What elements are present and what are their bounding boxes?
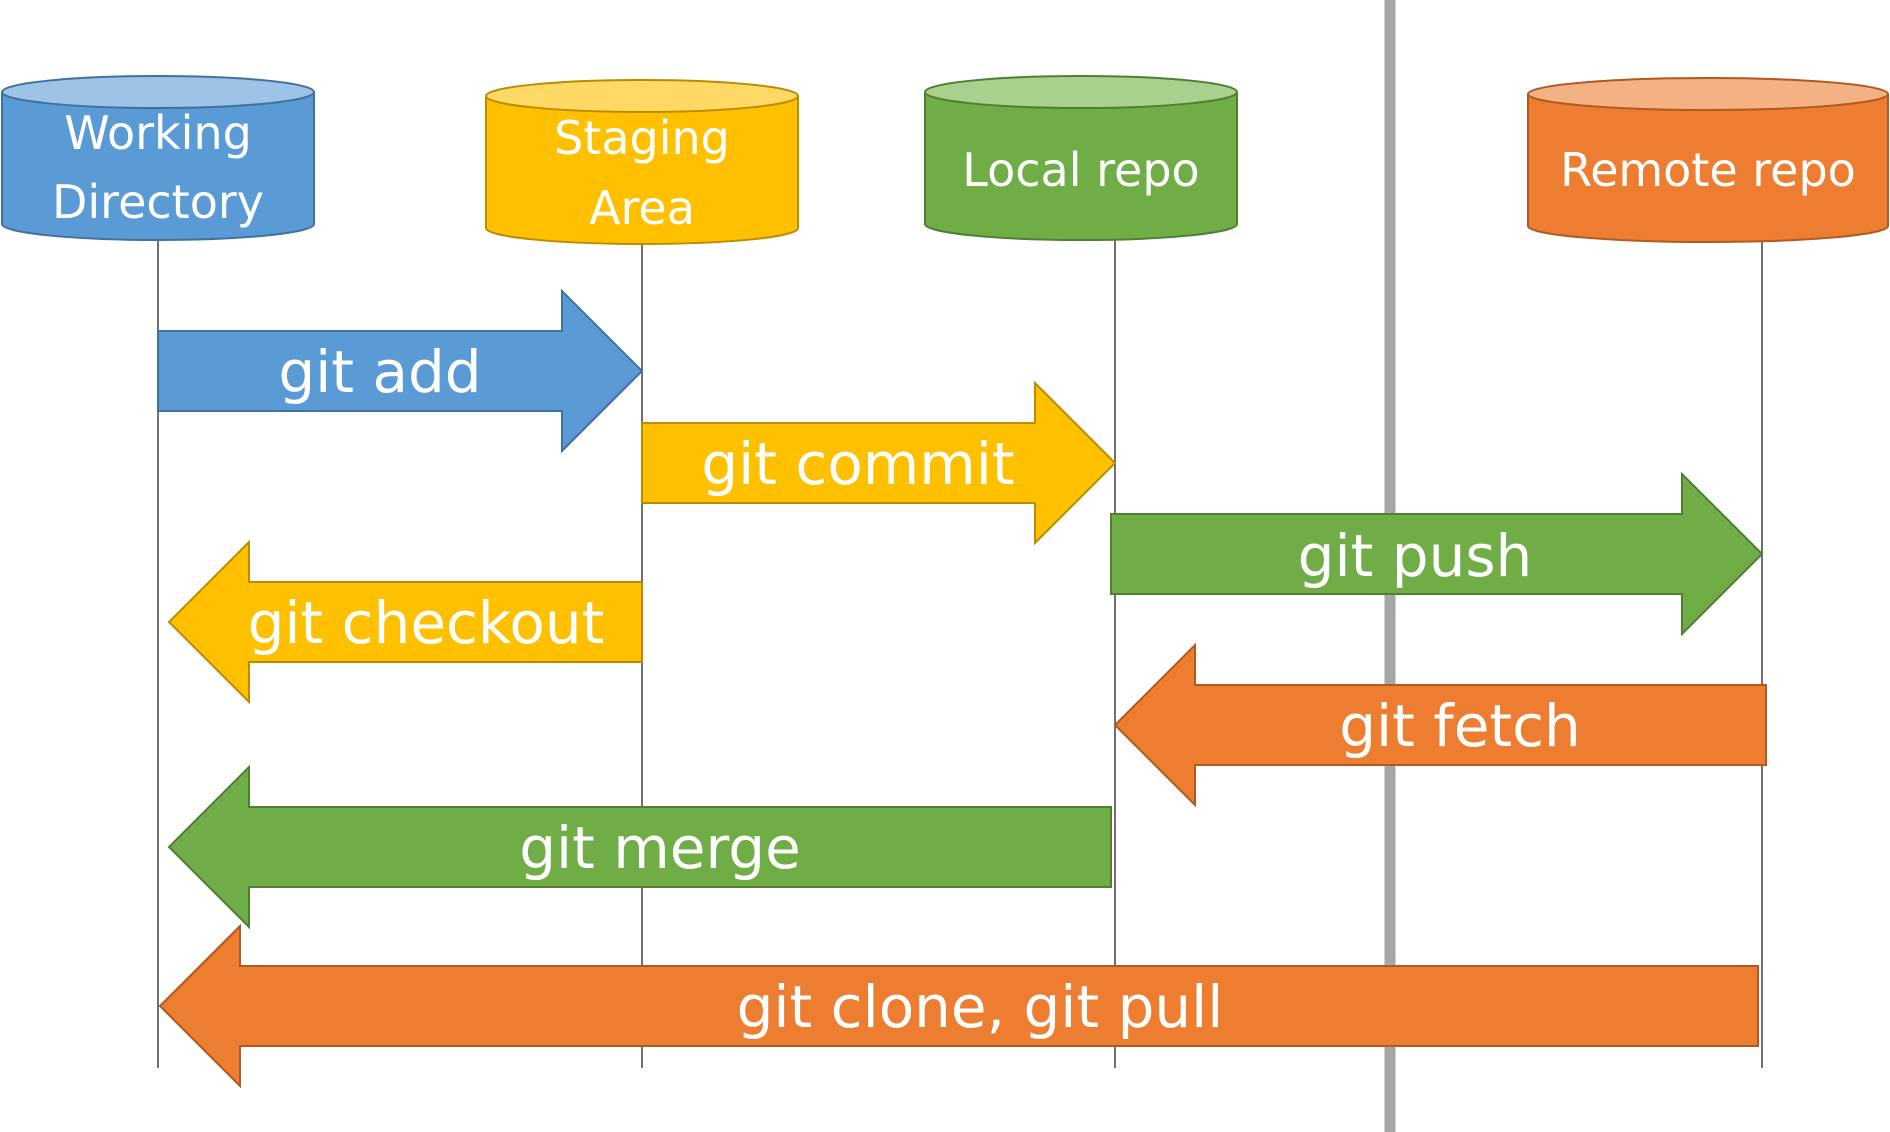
arrow-git-merge: git merge bbox=[167, 764, 1112, 930]
cylinder-outline bbox=[1527, 94, 1889, 243]
store-working-directory: Working Directory bbox=[0, 75, 315, 241]
cylinder-top-outline bbox=[1527, 77, 1889, 111]
store-label: Remote repo bbox=[1560, 143, 1856, 197]
store-remote-repo: Remote repo bbox=[1527, 77, 1889, 243]
store-label: Local repo bbox=[962, 143, 1199, 197]
arrow-git-fetch: git fetch bbox=[1113, 642, 1767, 808]
cylinder-top bbox=[2, 76, 314, 108]
command-label: git commit bbox=[701, 430, 1014, 498]
arrow-outline bbox=[167, 764, 1112, 930]
cylinder-body bbox=[2, 92, 314, 240]
arrow-outline bbox=[1113, 642, 1767, 808]
command-label: git merge bbox=[519, 814, 801, 882]
store-label-line-1: Working bbox=[64, 106, 252, 160]
command-label: git add bbox=[278, 338, 481, 406]
arrow-outline bbox=[157, 288, 644, 454]
arrow-git-commit: git commit bbox=[641, 380, 1117, 546]
arrow-git-add: git add bbox=[157, 288, 644, 454]
store-label-line-2: Area bbox=[589, 181, 695, 235]
cylinder-top bbox=[486, 80, 798, 112]
cylinder-body bbox=[925, 92, 1237, 240]
arrow-git-checkout: git checkout bbox=[167, 539, 643, 705]
command-label: git push bbox=[1298, 522, 1533, 590]
cylinder-outline bbox=[924, 92, 1238, 241]
arrow-outline bbox=[158, 923, 1759, 1089]
cylinder-top bbox=[925, 76, 1237, 108]
store-staging-area: Staging Area bbox=[485, 79, 799, 245]
command-label: git clone, git pull bbox=[737, 973, 1224, 1041]
command-label: git checkout bbox=[248, 589, 605, 657]
cylinder-body bbox=[486, 96, 798, 244]
store-label-line-2: Directory bbox=[52, 175, 264, 229]
cylinder-top-outline bbox=[924, 75, 1238, 109]
arrow-git-clone-pull: git clone, git pull bbox=[158, 923, 1759, 1089]
cylinder-outline bbox=[0, 92, 315, 241]
cylinder-body bbox=[1528, 94, 1888, 242]
cylinder-outline bbox=[485, 96, 799, 245]
arrow-outline bbox=[1110, 471, 1764, 637]
cylinder-top-outline bbox=[485, 79, 799, 113]
cylinder-top-outline bbox=[1, 75, 315, 109]
command-label: git fetch bbox=[1339, 692, 1581, 760]
store-label-line-1: Staging bbox=[554, 111, 730, 165]
arrow-outline bbox=[641, 380, 1117, 546]
cylinder-top bbox=[1528, 78, 1888, 110]
store-local-repo: Local repo bbox=[924, 75, 1238, 241]
arrow-git-push: git push bbox=[1110, 471, 1764, 637]
arrow-outline bbox=[167, 539, 643, 705]
